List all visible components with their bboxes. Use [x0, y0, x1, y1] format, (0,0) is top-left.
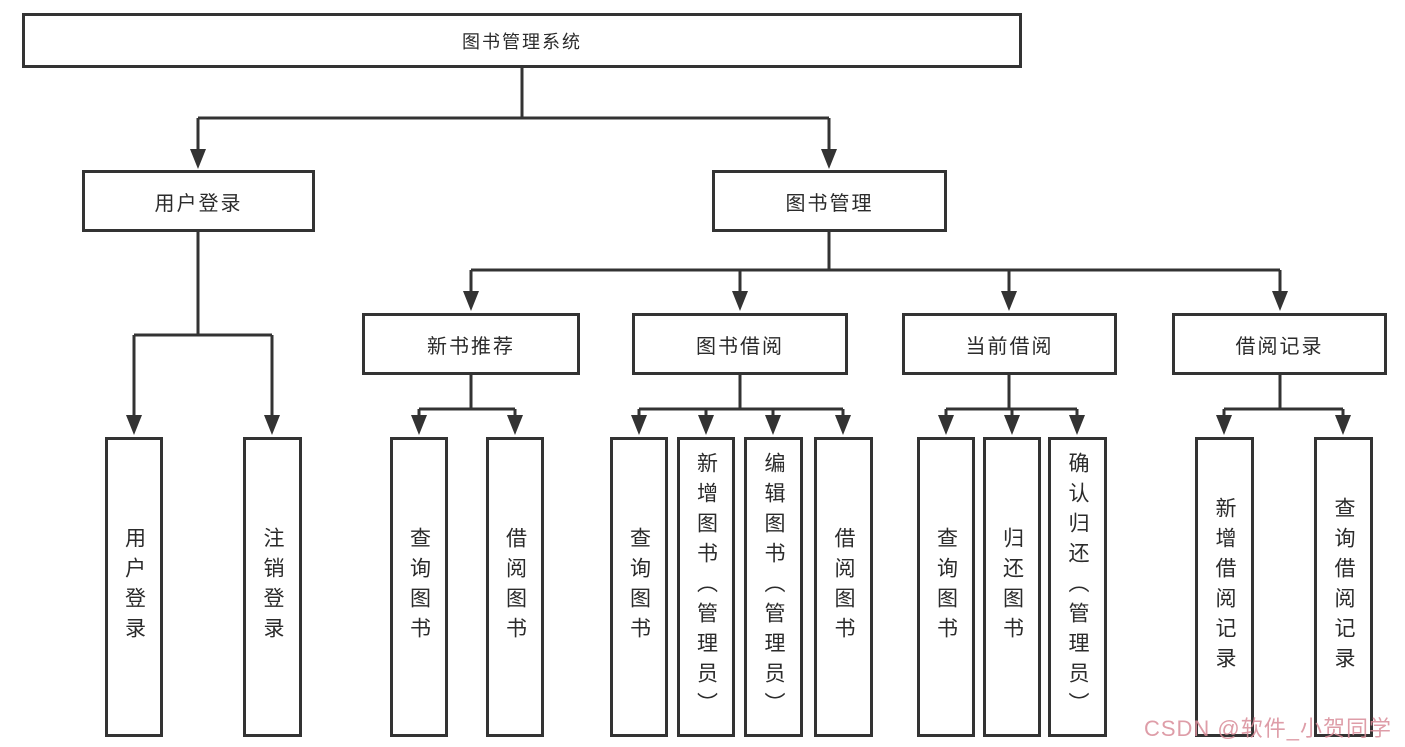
- leaf-logout: 注销登录: [243, 437, 302, 737]
- node-user-login-label: 用户登录: [154, 192, 243, 215]
- leaf-current-query-books: 查询图书: [917, 437, 975, 737]
- node-user-login: 用户登录: [82, 170, 315, 232]
- node-borrow-record-label: 借阅记录: [1235, 335, 1324, 358]
- leaf-record-query-borrow-record-label: 查询借阅记录: [1332, 497, 1355, 677]
- leaf-borrow-edit-books-admin: 编辑图书（管理员）: [744, 437, 803, 737]
- leaf-current-confirm-return-admin: 确认归还（管理员）: [1048, 437, 1107, 737]
- leaf-record-add-borrow-record: 新增借阅记录: [1195, 437, 1254, 737]
- leaf-record-query-borrow-record: 查询借阅记录: [1314, 437, 1373, 737]
- leaf-borrow-borrow-books-label: 借阅图书: [832, 527, 855, 647]
- node-new-book-recommend-label: 新书推荐: [427, 335, 515, 358]
- leaf-borrow-add-books-admin: 新增图书（管理员）: [677, 437, 735, 737]
- node-new-book-recommend: 新书推荐: [362, 313, 580, 375]
- leaf-user-login: 用户登录: [105, 437, 163, 737]
- node-current-borrow-label: 当前借阅: [965, 335, 1054, 358]
- leaf-recommend-borrow-books-label: 借阅图书: [503, 527, 527, 647]
- leaf-logout-label: 注销登录: [261, 527, 284, 647]
- node-root-system: 图书管理系统: [22, 13, 1022, 68]
- node-current-borrow: 当前借阅: [902, 313, 1117, 375]
- leaf-recommend-query-books-label: 查询图书: [407, 527, 431, 647]
- node-book-management: 图书管理: [712, 170, 947, 232]
- arrowheads: [126, 149, 1351, 435]
- node-root-label: 图书管理系统: [462, 31, 582, 52]
- leaf-current-return-books-label: 归还图书: [1000, 527, 1024, 647]
- leaf-current-confirm-return-admin-label: 确认归还（管理员）: [1066, 452, 1089, 722]
- leaf-borrow-edit-books-admin-label: 编辑图书（管理员）: [762, 452, 785, 722]
- node-book-borrow: 图书借阅: [632, 313, 848, 375]
- leaf-borrow-query-books: 查询图书: [610, 437, 668, 737]
- leaf-record-add-borrow-record-label: 新增借阅记录: [1213, 497, 1236, 677]
- leaf-borrow-query-books-label: 查询图书: [627, 527, 651, 647]
- leaf-current-return-books: 归还图书: [983, 437, 1041, 737]
- leaf-borrow-add-books-admin-label: 新增图书（管理员）: [694, 452, 718, 722]
- node-book-management-label: 图书管理: [785, 192, 874, 215]
- leaf-recommend-query-books: 查询图书: [390, 437, 448, 737]
- leaf-recommend-borrow-books: 借阅图书: [486, 437, 544, 737]
- node-borrow-record: 借阅记录: [1172, 313, 1387, 375]
- csdn-watermark: CSDN @软件_小贺同学: [1143, 716, 1392, 741]
- leaf-user-login-label: 用户登录: [122, 527, 146, 647]
- node-book-borrow-label: 图书借阅: [696, 335, 784, 358]
- leaf-current-query-books-label: 查询图书: [934, 527, 958, 647]
- leaf-borrow-borrow-books: 借阅图书: [814, 437, 873, 737]
